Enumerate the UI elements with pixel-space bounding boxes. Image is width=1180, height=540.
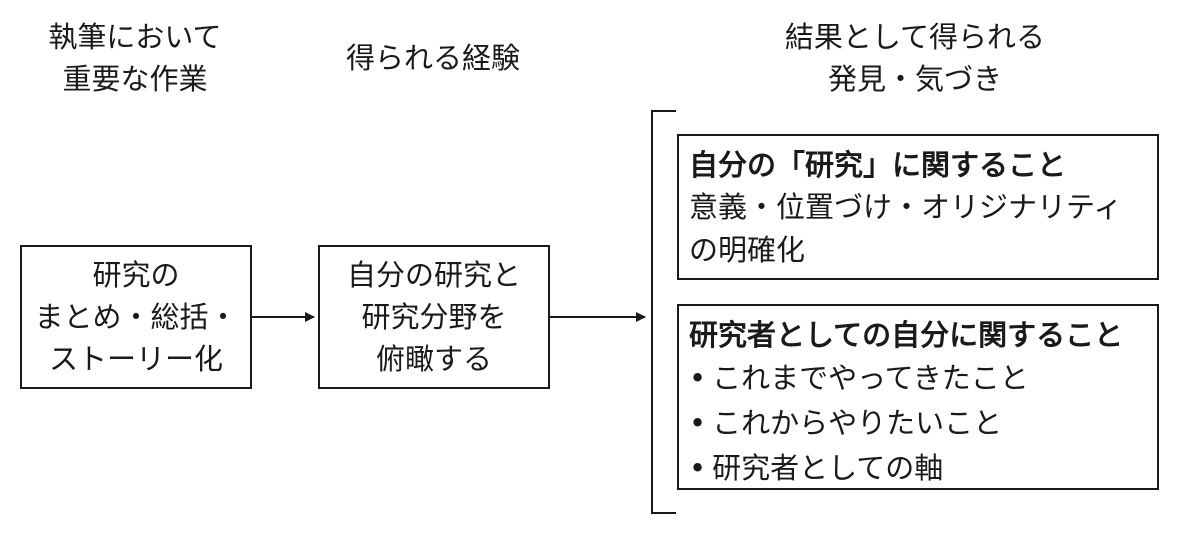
box-title: 研究者としての自分に関すること (689, 318, 1124, 352)
box-line: 研究分野を (361, 300, 507, 334)
bullet-icon: • (689, 406, 707, 440)
box-line: 意義・位置づけ・オリジナリティ (689, 190, 1123, 224)
list-item: •これからやりたいこと (689, 401, 1157, 446)
list-item-text: 研究者としての軸 (712, 451, 944, 485)
bracket (651, 110, 676, 514)
box-title: 自分の「研究」に関すること (689, 148, 1067, 182)
bullet-icon: • (689, 361, 707, 395)
heading-findings: 結果として得られる 発見・気づき (715, 16, 1115, 100)
box-about-research: 自分の「研究」に関すること 意義・位置づけ・オリジナリティ の明確化 (677, 134, 1159, 280)
bullet-list: •これまでやってきたこと •これからやりたいこと •研究者としての軸 (689, 356, 1157, 491)
heading-important-tasks: 執筆において 重要な作業 (20, 16, 250, 100)
box-line: 研究の (92, 258, 180, 292)
heading-line: 重要な作業 (62, 62, 208, 96)
bullet-icon: • (689, 451, 707, 485)
box-line: 自分の研究と (346, 258, 521, 292)
list-item-text: これまでやってきたこと (712, 361, 1029, 395)
box-line: の明確化 (689, 233, 806, 267)
box-line: 俯瞰する (375, 342, 492, 376)
box-field-overview: 自分の研究と 研究分野を 俯瞰する (318, 245, 550, 389)
heading-experience: 得られる経験 (318, 37, 548, 79)
box-about-self-as-researcher: 研究者としての自分に関すること •これまでやってきたこと •これからやりたいこと… (677, 304, 1159, 490)
list-item-text: これからやりたいこと (712, 406, 1003, 440)
box-research-summary: 研究の まとめ・総括・ ストーリー化 (20, 245, 252, 389)
heading-line: 結果として得られる (784, 20, 1046, 54)
list-item: •これまでやってきたこと (689, 356, 1157, 401)
heading-line: 執筆において (48, 20, 222, 54)
heading-line: 得られる経験 (345, 41, 520, 75)
heading-line: 発見・気づき (827, 62, 1002, 96)
list-item: •研究者としての軸 (689, 446, 1157, 491)
box-line: まとめ・総括・ (34, 300, 238, 334)
box-line: ストーリー化 (48, 342, 223, 376)
